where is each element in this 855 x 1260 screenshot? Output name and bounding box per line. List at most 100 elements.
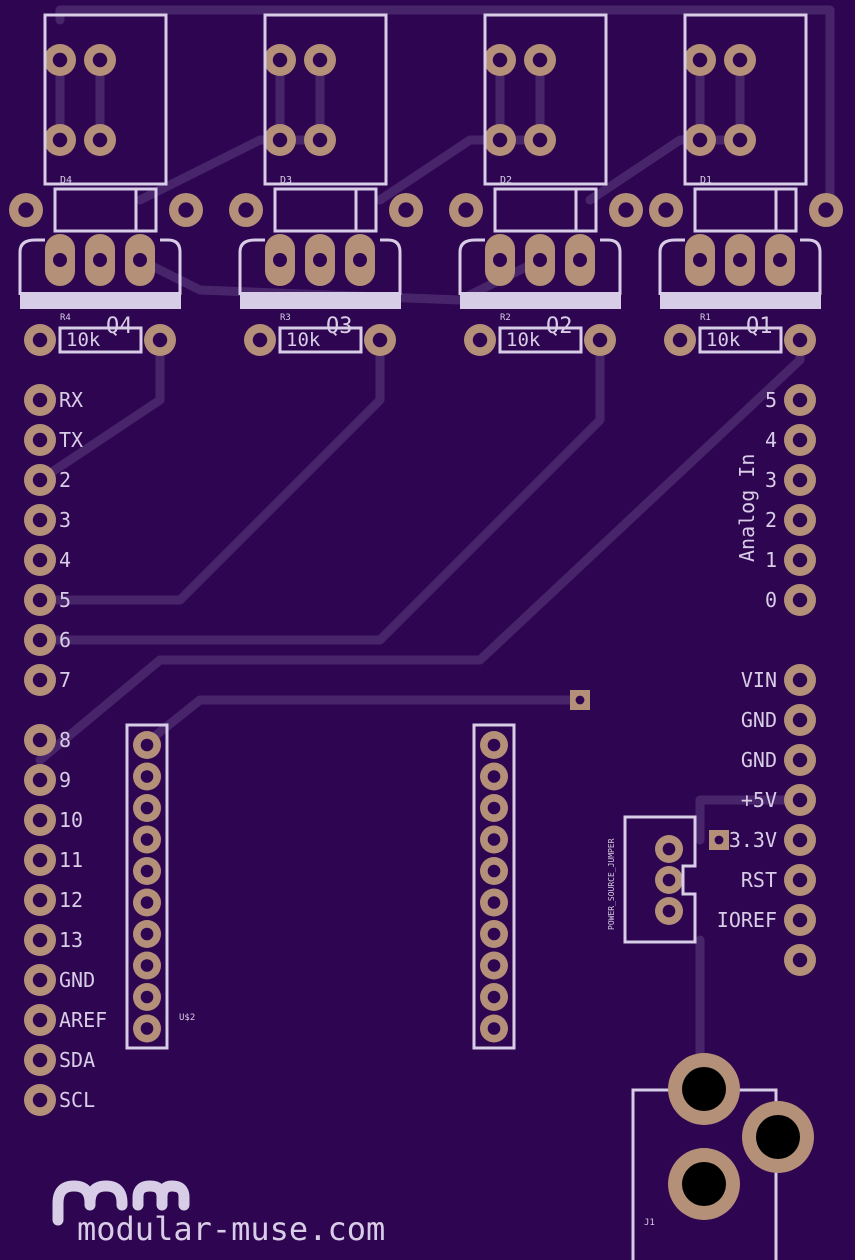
socket-right-pin-3-drill: [487, 833, 501, 846]
trace-5v: [695, 795, 805, 845]
q2-pad-c-drill: [573, 253, 587, 267]
digital-pin-6-drill: [32, 632, 48, 648]
r3-value: 10k: [286, 329, 321, 351]
d3-relay-pad-3-drill: [272, 132, 288, 148]
analog-label-0: 5: [765, 388, 777, 412]
r4-pad-2-drill: [152, 332, 168, 348]
dc-jack: [668, 1053, 814, 1220]
digital-pin-14-drill: [32, 972, 48, 988]
d1-body: [693, 187, 798, 233]
q3-pad-c-drill: [353, 253, 367, 267]
q3-pad-e-drill: [273, 253, 287, 267]
q4-pad-b-drill: [93, 253, 107, 267]
digital-label-2: 2: [59, 468, 71, 492]
q3-bar: [240, 292, 401, 309]
r2-value: 10k: [506, 329, 541, 351]
q4-bar: [20, 292, 181, 309]
q3-ref: Q3: [326, 314, 353, 339]
power-pin-4-drill: [792, 832, 808, 848]
r3-body: [278, 326, 363, 354]
digital-pin-7-drill: [32, 672, 48, 688]
power-pin-1-drill: [792, 712, 808, 728]
q1-bar: [660, 292, 821, 309]
analog-label-3: 2: [765, 508, 777, 532]
r1-value: 10k: [706, 329, 741, 351]
analog-pin-3-drill: [792, 512, 808, 528]
socket-left-pin-1-drill: [140, 770, 154, 783]
digital-pin-1-drill: [32, 432, 48, 448]
power-label-1: GND: [741, 708, 777, 732]
socket-left-pin-6-drill: [140, 927, 154, 941]
power-label-6: IOREF: [717, 908, 777, 932]
power-label-5: RST: [741, 868, 777, 892]
jumper-pin-2-drill: [662, 904, 676, 918]
socket-left-pin-4-drill: [140, 864, 154, 878]
digital-label-9: 9: [59, 768, 71, 792]
branding-text: modular-muse.com: [77, 1210, 385, 1248]
d3-relay-pad-1-drill: [272, 52, 288, 68]
socket-left-pin-3-drill: [140, 833, 154, 846]
logo-m-large: [52, 1180, 128, 1226]
power-label-4: 3.3V: [729, 828, 777, 852]
d3-body: [273, 187, 378, 233]
analog-pin-1-drill: [792, 432, 808, 448]
d2-relay-pad-1-drill: [492, 52, 508, 68]
digital-pin-13-drill: [32, 932, 48, 948]
digital-label-3: 3: [59, 508, 71, 532]
socket-right-pin-2-drill: [487, 801, 501, 815]
digital-label-11: 11: [59, 848, 83, 872]
trace-diag-2: [375, 135, 545, 205]
socket-right-pin-5-drill: [487, 896, 501, 909]
jack-drill-side: [756, 1115, 800, 1159]
silkscreen-text: D4 D3 D2 D1 Q4 Q3 Q2 Q1 R4 R3 R2 R1 10k …: [60, 175, 773, 1248]
digital-label-14: GND: [59, 968, 95, 992]
q2-pad-e-drill: [493, 253, 507, 267]
q1-pad-b-drill: [733, 253, 747, 267]
digital-label-0: RX: [59, 388, 83, 412]
d1-relay-pad-1-drill: [692, 52, 708, 68]
r1-pad-2-drill: [792, 332, 808, 348]
modular-muse-logo: [52, 1180, 190, 1226]
power-label-3: +5V: [741, 788, 777, 812]
r3-pad-1-drill: [252, 332, 268, 348]
r1-body: [698, 326, 783, 354]
socket-right-pin-0-drill: [487, 738, 501, 752]
copper-pads: [9, 44, 843, 1116]
d2-body: [493, 187, 598, 233]
q4-pad-e-drill: [53, 253, 67, 267]
power-pin-3-drill: [792, 792, 808, 808]
q1-pad-e-drill: [693, 253, 707, 267]
socket-left-pin-7-drill: [140, 959, 154, 972]
d3-ref: D3: [280, 175, 292, 186]
digital-pin-11-drill: [32, 852, 48, 868]
analog-label-4: 1: [765, 548, 777, 572]
digital-label-1: TX: [59, 428, 83, 452]
d1-relay-pad-4-drill: [732, 132, 748, 148]
d1-relay-pad-2-drill: [732, 52, 748, 68]
d4-cathode-pad-drill: [178, 202, 194, 218]
digital-pin-8-drill: [32, 732, 48, 748]
digital-pin-3-drill: [32, 512, 48, 528]
jack-drill-bottom: [682, 1162, 726, 1206]
d4-relay-pad-2-drill: [92, 52, 108, 68]
digital-pin-5-drill: [32, 592, 48, 608]
socket-left-pin-2-drill: [140, 801, 154, 815]
d3-relay-pad-4-drill: [312, 132, 328, 148]
power-label-2: GND: [741, 748, 777, 772]
socket-left-pin-8-drill: [140, 990, 154, 1004]
jack-drill-top: [682, 1067, 726, 1111]
socket-right-pin-7-drill: [487, 959, 501, 972]
r2-body: [498, 326, 583, 354]
analog-pin-2-drill: [792, 472, 808, 488]
digital-pin-0-drill: [32, 392, 48, 408]
r4-ref: R4: [60, 313, 71, 323]
d3-outline: [263, 13, 388, 186]
digital-label-8: 8: [59, 728, 71, 752]
r1-pad-1-drill: [672, 332, 688, 348]
d4-relay-pad-3-drill: [52, 132, 68, 148]
logo-m-small: [132, 1180, 190, 1211]
digital-pin-2-drill: [32, 472, 48, 488]
transistor-bars: [20, 292, 821, 309]
jumper-pin-0-drill: [662, 842, 676, 856]
